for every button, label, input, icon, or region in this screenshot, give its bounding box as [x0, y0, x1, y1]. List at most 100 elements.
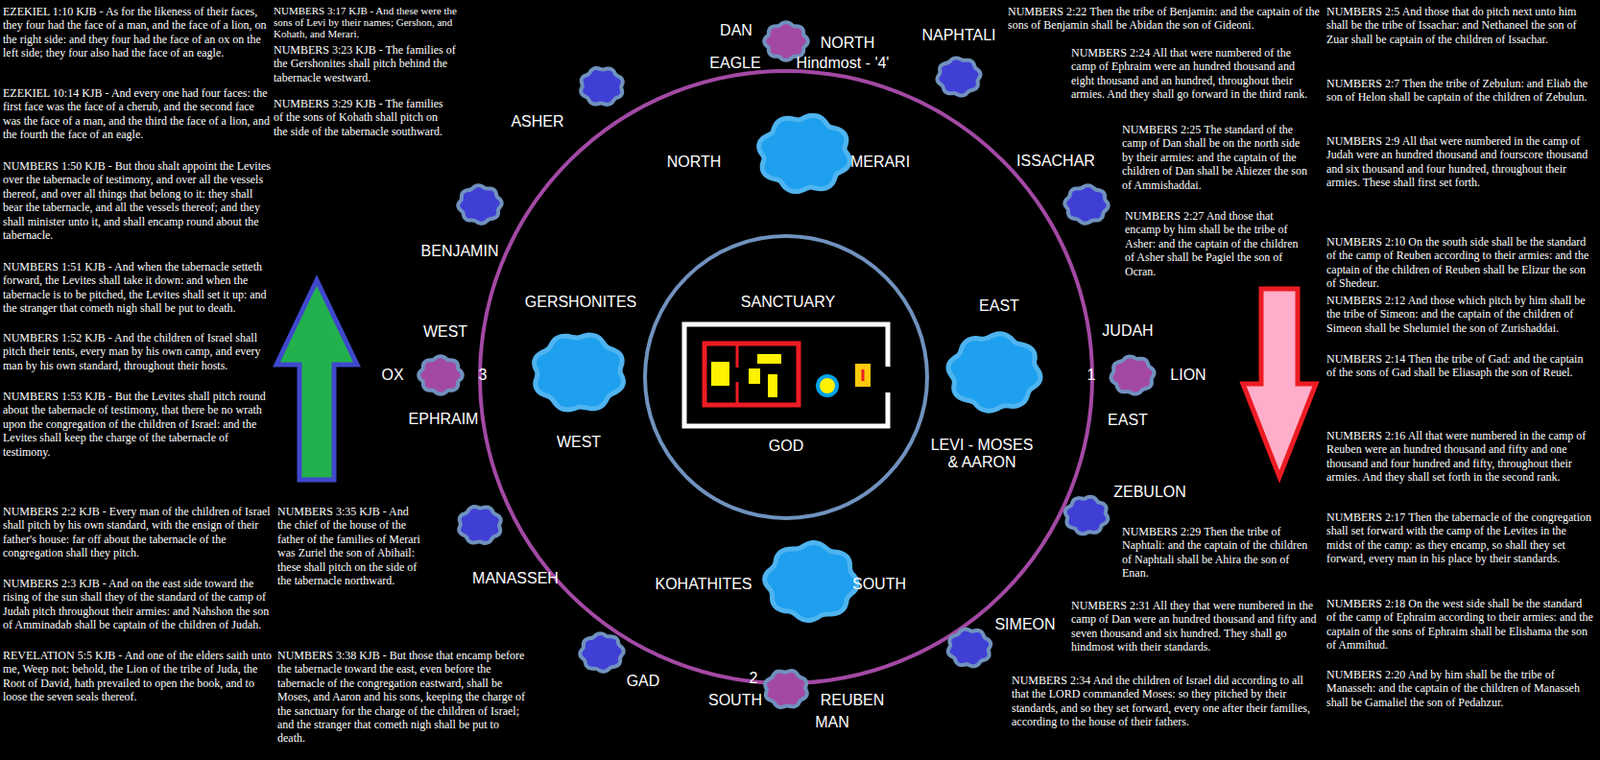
scripture-quote: NUMBERS 2:24 All that were numbered of t… [1071, 46, 1316, 102]
lampstand [767, 374, 778, 398]
scripture-quote: NUMBERS 1:53 KJB - But the Levites shall… [2, 389, 274, 459]
laver [817, 376, 837, 396]
cloud-shape [1110, 356, 1154, 394]
scripture-quote: NUMBERS 1:52 KJB - And the children of I… [2, 331, 274, 373]
scripture-quote: NUMBERS 2:25 The standard of the camp of… [1122, 122, 1314, 192]
scripture-quote: EZEKIEL 10:14 KJB - And every one had fo… [2, 86, 274, 143]
scripture-quote: NUMBERS 3:38 KJB - But those that encamp… [277, 648, 529, 746]
cloud-label: OX [381, 366, 404, 384]
tribe-cloud: ASHER [575, 63, 628, 110]
levite-cloud: EASTLEVI - MOSES & AARON [943, 329, 1046, 416]
cloud-label: WEST [423, 323, 468, 341]
scripture-quote: NUMBERS 2:10 On the south side shall be … [1326, 235, 1594, 291]
scripture-quote: NUMBERS 3:23 KJB - The families of the G… [273, 43, 456, 85]
cloud-label: NORTH [667, 153, 722, 171]
scripture-quote: NUMBERS 2:27 And those that encamp by hi… [1124, 209, 1310, 279]
cloud-label: NAPHTALI [921, 26, 996, 45]
node-outline [453, 181, 506, 228]
scripture-quote: NUMBERS 2:29 Then the tribe of Naphtali:… [1122, 525, 1314, 581]
cloud-shape [458, 506, 502, 544]
scripture-quote: NUMBERS 2:34 And the children of Israel … [1011, 673, 1317, 730]
veil [736, 382, 740, 406]
node-outline [753, 110, 856, 197]
scripture-quote: NUMBERS 1:51 KJB - And when the tabernac… [2, 260, 274, 316]
tribe-cloud: NAPHTALI [932, 53, 985, 100]
scripture-quote: NUMBERS 2:31 All they that were numbered… [1071, 598, 1319, 655]
cloud-shape [579, 633, 623, 671]
cloud-label: LION [1170, 366, 1206, 384]
scripture-quote: REVELATION 5:5 KJB - And one of the elde… [2, 648, 274, 705]
altar [855, 363, 871, 387]
cloud-label: EPHRAIM [408, 410, 479, 429]
tribe-cloud: JUDAH1LIONEAST [1106, 352, 1159, 399]
cloud-label: GOD [768, 437, 804, 455]
cloud-shape [457, 185, 502, 223]
scripture-quote: NUMBERS 3:17 KJB - And these were the so… [273, 4, 458, 40]
cloud-label: SANCTUARY [740, 293, 836, 311]
cloud-label: 3 [478, 366, 488, 384]
cloud-label: ISSACHAR [1016, 152, 1096, 170]
scripture-quote: NUMBERS 1:50 KJB - But thou shalt appoin… [2, 159, 274, 242]
cloud-label: REUBEN [820, 692, 885, 710]
up-arrow [276, 280, 358, 480]
sanctuary-ring [644, 236, 928, 519]
tent [704, 343, 799, 406]
cloud-label: WEST [556, 433, 601, 452]
tribe-cloud: WESTOX3EPHRAIM [414, 352, 467, 399]
cloud-label: EAST [979, 297, 1020, 315]
cloud-label: SOUTH [852, 575, 907, 594]
cloud-label: SOUTH [708, 692, 763, 710]
scripture-quote: NUMBERS 2:3 KJB - And on the east side t… [2, 576, 274, 633]
scripture-quote: NUMBERS 3:29 KJB - The families of the s… [273, 96, 452, 139]
tribe-cloud: 2SOUTHREUBENMAN [760, 666, 812, 713]
node-outline [527, 329, 630, 416]
scripture-quote: NUMBERS 2:14 Then the tribe of Gad: and … [1326, 352, 1594, 381]
scripture-quote: NUMBERS 3:35 KJB - And the chief of the … [277, 504, 422, 588]
cloud-label: SIMEON [994, 616, 1055, 634]
cloud-shape [948, 334, 1041, 411]
cloud-shape [936, 57, 980, 96]
veil [736, 343, 740, 368]
cloud-label: MAN [814, 714, 850, 732]
cloud-label: KOHATHITES [654, 575, 752, 594]
node-outline [760, 538, 862, 625]
court-wall [684, 324, 888, 427]
cloud-label: GAD [626, 672, 661, 691]
scripture-quote: NUMBERS 2:18 On the west side shall be t… [1326, 597, 1594, 653]
tribe-cloud: SIMEON [943, 624, 996, 671]
node-outline [414, 352, 467, 399]
cloud-label: MERARI [850, 153, 910, 171]
scripture-quote: NUMBERS 2:12 And those which pitch by hi… [1326, 293, 1594, 335]
scripture-quote: NUMBERS 2:7 Then the tribe of Zebulun: a… [1326, 76, 1594, 105]
cloud-shape [1064, 185, 1108, 223]
node-outline [1060, 492, 1113, 539]
levite-cloud: KOHATHITESSOUTH [760, 538, 862, 625]
cloud-shape [759, 115, 851, 192]
scripture-quote: NUMBERS 2:20 And by him shall be the tri… [1326, 668, 1594, 710]
camp-ring [479, 71, 1093, 684]
altar-incense [748, 368, 761, 384]
tribe-cloud: ZEBULON [1060, 492, 1113, 539]
cloud-shape [1065, 497, 1108, 535]
cloud-label: Hindmost - '4' [796, 54, 890, 72]
node-outline [453, 501, 506, 549]
node-outline [943, 624, 996, 671]
table [757, 354, 782, 364]
cloud-label: NORTH [820, 34, 876, 52]
node-outline [1106, 352, 1159, 399]
cloud-shape [948, 629, 991, 668]
scripture-quote: NUMBERS 2:2 KJB - Every man of the child… [2, 504, 274, 561]
down-arrow [1242, 288, 1316, 478]
cloud-label: 1 [1087, 366, 1097, 384]
scripture-quote: NUMBERS 2:5 And those that do pitch next… [1326, 4, 1594, 47]
scripture-quote: EZEKIEL 1:10 KJB - As for the likeness o… [2, 4, 274, 61]
levite-cloud: GERSHONITESWEST [527, 329, 630, 416]
scripture-quote: NUMBERS 2:16 All that were numbered in t… [1326, 429, 1594, 485]
node-outline [575, 63, 628, 110]
cloud-label: GERSHONITES [525, 293, 637, 311]
cloud-label: MANASSEH [472, 570, 559, 588]
cloud-shape [580, 68, 623, 105]
cloud-label: EAGLE [709, 54, 761, 72]
cloud-label: LEVI - MOSES & AARON [924, 436, 1040, 473]
cloud-label: ZEBULON [1113, 483, 1187, 502]
